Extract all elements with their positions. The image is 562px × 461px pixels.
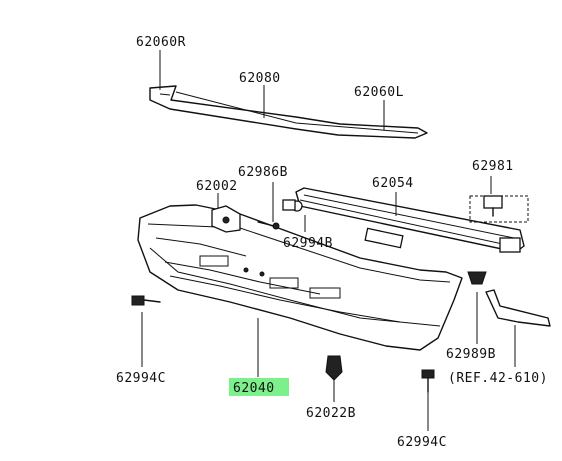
upper-molding-strip [149,85,428,139]
clip-62989B [467,271,487,285]
label-62002: 62002 [196,179,238,194]
label-62040: 62040 [233,381,275,396]
label-62080: 62080 [239,71,281,86]
label-62060R: 62060R [136,35,186,50]
bolt-62994C-left [131,295,161,306]
clip-62022B [325,355,343,381]
bracket-62002 [211,205,241,233]
bumper-reinforcement [282,187,525,253]
bolt-62981 [469,195,529,223]
label-62994C-right: 62994C [397,435,447,450]
leader-lines [141,50,516,431]
label-62994C-left: 62994C [116,371,166,386]
bumper-cover [137,204,463,351]
side-bracket [485,289,551,327]
screw-62986B [257,221,280,230]
part-highlight [229,378,289,396]
label-62994B: 62994B [283,236,333,251]
label-62981: 62981 [472,159,514,174]
label-62986B: 62986B [238,165,288,180]
label-62989B: 62989B [446,347,496,362]
label-62022B: 62022B [306,406,356,421]
label-ref-42-610: (REF.42-610) [448,371,548,386]
label-62054: 62054 [372,176,414,191]
label-62060L: 62060L [354,85,404,100]
bolt-62994C-right [421,369,435,393]
